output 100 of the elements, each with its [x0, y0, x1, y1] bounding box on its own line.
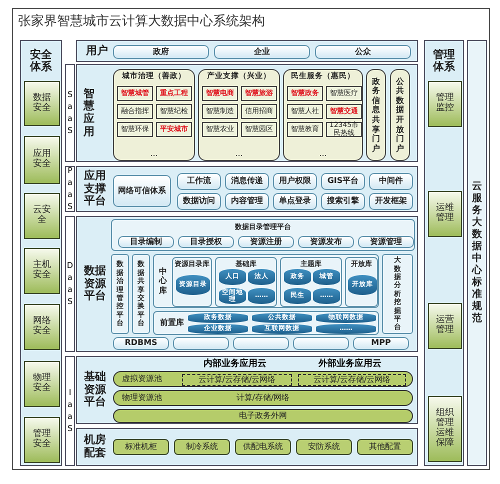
module-label: 工作流	[186, 177, 212, 186]
module-label: 网络安全	[32, 317, 52, 337]
app-tile	[117, 122, 153, 137]
platform-panel	[382, 254, 413, 334]
module-tile	[296, 439, 352, 455]
app-tile	[156, 122, 192, 137]
database-cylinder	[176, 275, 210, 295]
layer-panel	[76, 166, 418, 212]
platform-panel	[111, 254, 129, 334]
module-tile	[238, 236, 294, 248]
sub-panel	[111, 219, 415, 251]
database-cylinder	[219, 269, 246, 285]
resource-bar	[113, 409, 413, 423]
module-card	[428, 303, 462, 349]
module-label: 数据访问	[182, 197, 216, 206]
group-panel	[198, 69, 280, 161]
app-tile	[241, 86, 277, 101]
empty-tile	[173, 337, 229, 350]
module-tile	[369, 173, 413, 190]
module-label: 供配电系统	[242, 442, 284, 452]
app-tile	[156, 86, 192, 101]
ellipsis-text: ...	[318, 150, 328, 159]
module-label: 应用安全	[32, 150, 52, 170]
group-panel	[113, 69, 195, 161]
app-tile	[241, 104, 277, 119]
module-label: 内容管理	[230, 197, 264, 206]
empty-tile	[293, 337, 349, 350]
database-cylinder	[252, 324, 312, 334]
dashed-region	[298, 374, 406, 386]
module-tile	[113, 45, 209, 59]
module-label: 运维管理	[435, 204, 455, 224]
module-card	[428, 396, 462, 462]
module-tile	[321, 193, 365, 210]
library-panel	[153, 254, 379, 308]
database-cylinder	[188, 313, 248, 323]
module-tile	[214, 45, 310, 59]
module-tile	[178, 236, 234, 248]
section-title: 应用支撑平台	[82, 168, 107, 210]
app-tile	[287, 104, 323, 119]
section-title: 用户	[84, 42, 109, 59]
module-label: 企业	[253, 48, 271, 56]
module-card	[24, 248, 60, 294]
module-tile	[177, 173, 221, 190]
module-tile	[177, 193, 221, 210]
section-title: 机房配套	[82, 432, 107, 461]
group-panel	[283, 69, 363, 161]
module-tile	[273, 173, 317, 190]
layer-panel	[76, 216, 418, 352]
standards-panel	[467, 40, 487, 466]
section-title: 智慧应用	[82, 86, 96, 140]
resource-bar	[113, 390, 413, 406]
module-label: GIS平台	[326, 177, 360, 186]
module-card	[24, 81, 60, 126]
app-tile	[326, 86, 362, 101]
portal-panel	[366, 69, 386, 161]
database-cylinder	[316, 324, 376, 334]
app-tile	[326, 104, 362, 119]
module-tile	[174, 439, 230, 455]
database-cylinder	[284, 288, 311, 304]
app-tile	[117, 86, 153, 101]
empty-tile	[233, 337, 289, 350]
module-label: 用户权限	[278, 177, 312, 186]
module-label: 运营管理	[435, 316, 455, 336]
section-title: 中心库	[158, 266, 168, 297]
module-label: 云安全	[32, 206, 52, 226]
sub-panel	[280, 257, 342, 307]
app-tile	[156, 104, 192, 119]
module-tile	[369, 193, 413, 210]
module-label: 云计算/云存储/云网络	[197, 376, 277, 384]
database-cylinder	[248, 288, 275, 304]
dashed-region	[182, 374, 292, 386]
module-label: 制冷系统	[185, 442, 219, 452]
database-cylinder	[284, 269, 311, 285]
column-panel	[20, 40, 62, 466]
section-title: 管理体系	[432, 46, 456, 75]
database-cylinder	[188, 324, 248, 334]
module-card	[24, 193, 60, 239]
app-tile	[202, 122, 238, 137]
diagram-title: 张家界智慧城市云计算大数据中心系统架构	[18, 13, 265, 30]
sub-panel	[215, 257, 277, 307]
sub-panel	[172, 257, 212, 307]
module-label: 云服务大数据中心标准规范	[471, 181, 483, 325]
module-tile	[321, 173, 365, 190]
module-tile	[225, 193, 269, 210]
module-label: 资源注册	[249, 238, 283, 246]
section-title: 安全体系	[28, 46, 53, 75]
module-label: 中间件	[378, 177, 404, 186]
module-label: 网络可信体系	[117, 186, 167, 196]
app-tile	[241, 122, 277, 137]
section-title: 前置库	[159, 317, 185, 330]
layer-panel	[76, 64, 418, 162]
module-tile	[118, 236, 174, 248]
layer-tag: PaaS	[65, 166, 75, 212]
module-card	[24, 304, 60, 350]
module-label: 数据安全	[32, 94, 52, 114]
module-label: 资源发布	[309, 238, 343, 246]
layer-tag: DaaS	[65, 216, 75, 352]
ellipsis-text: ...	[149, 150, 159, 159]
module-card	[24, 136, 60, 184]
layer-panel	[76, 356, 418, 424]
